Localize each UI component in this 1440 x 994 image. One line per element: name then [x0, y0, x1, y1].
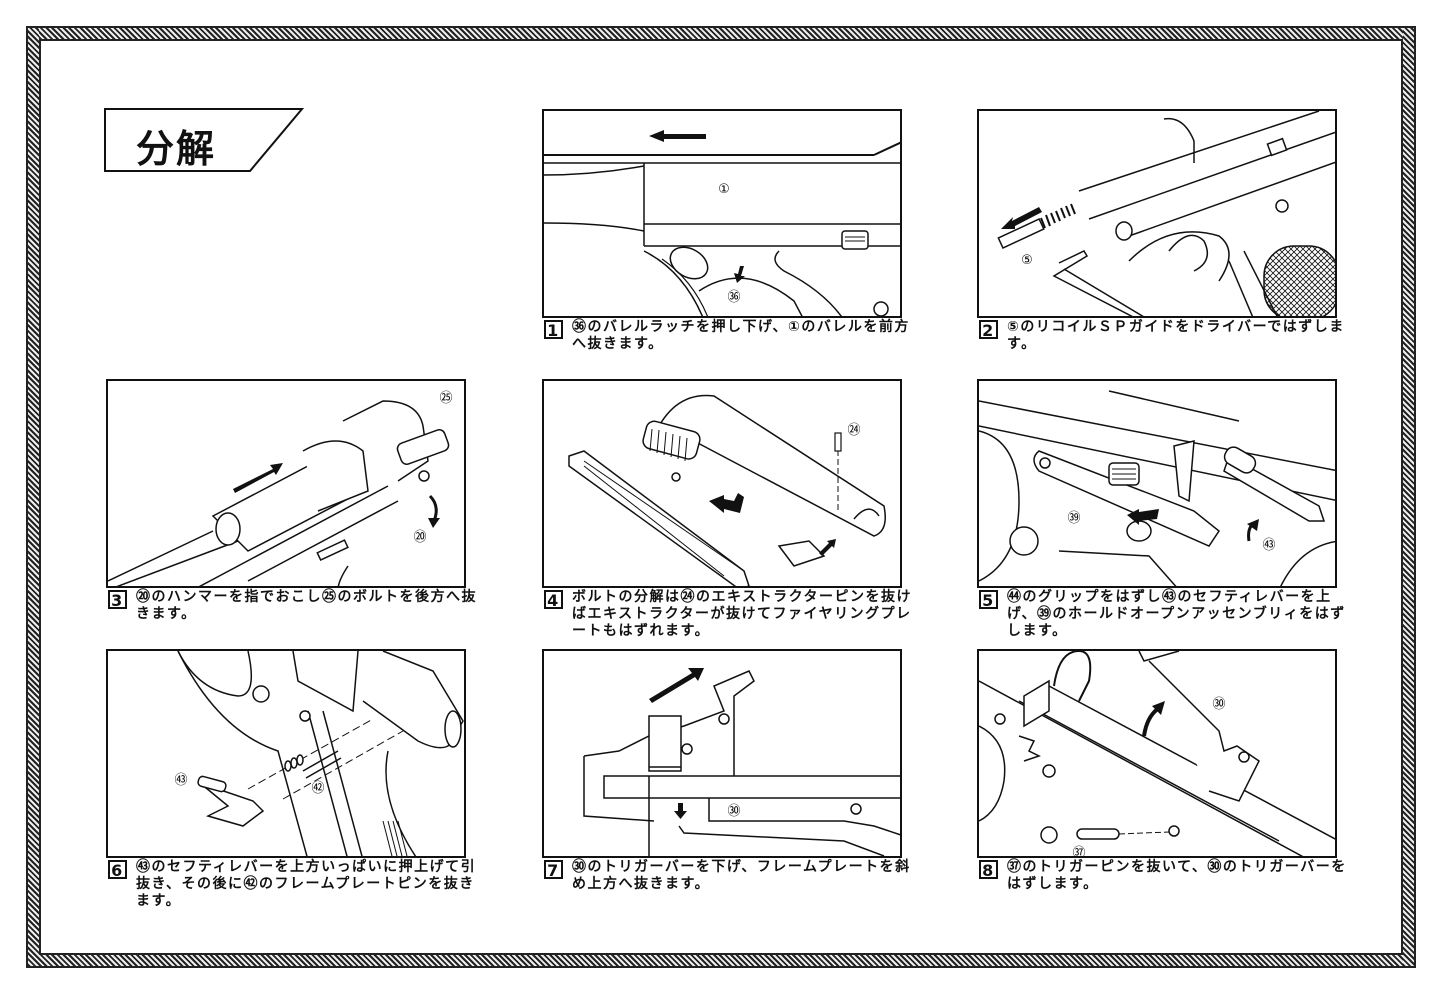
- step-7-illustration: ㉚: [542, 649, 902, 858]
- step-number: 5: [979, 590, 998, 609]
- step-text: ㊸のセフティレバーを上方いっぱいに押上げて引抜き、その後に㊷のフレームプレートピ…: [136, 859, 477, 909]
- border-left: [28, 28, 39, 966]
- curved-arrow-icon: [1142, 706, 1161, 737]
- hammer-bolt-drawing: ㉕ ⑳: [108, 391, 453, 586]
- step-number: 4: [544, 590, 563, 609]
- callout-label: ①: [718, 182, 730, 197]
- callout-label: ㊸: [174, 773, 187, 788]
- callout-label: ㊷: [311, 781, 324, 796]
- down-arrow-icon: [674, 803, 687, 819]
- left-arrow-icon: [649, 130, 706, 142]
- callout-label: ㉚: [727, 804, 740, 819]
- callout-label: ⑤: [1021, 253, 1033, 268]
- section-title: 分解: [136, 127, 217, 171]
- step-number: 1: [544, 320, 563, 339]
- step-number: 2: [979, 320, 998, 339]
- down-arrow-icon: [734, 266, 745, 283]
- step-number: 6: [108, 860, 127, 879]
- border-bottom: [28, 955, 1414, 966]
- step-number: 7: [544, 860, 563, 879]
- curved-arrow-icon: [428, 494, 438, 522]
- callout-label: ㉔: [847, 423, 860, 438]
- step-6-illustration: ㊸ ㊷: [106, 649, 466, 858]
- up-right-arrow-icon: [649, 668, 704, 703]
- step-text: ㊱のバレルラッチを押し下げ、①のバレルを前方へ抜きます。: [572, 319, 910, 352]
- title-banner-shape: [104, 108, 304, 172]
- border-right: [1403, 28, 1414, 966]
- down-left-arrow-icon: [819, 539, 836, 556]
- step-text: ㉚のトリガーバーを下げ、フレームプレートを斜め上方へ抜きます。: [572, 859, 911, 892]
- step-3-illustration: ㉕ ⑳: [106, 379, 466, 588]
- left-arrow-icon: [1001, 207, 1042, 229]
- step-8-illustration: ㉚ ㊲: [977, 649, 1337, 858]
- step-4-illustration: ㉔: [542, 379, 902, 588]
- left-arrow-icon: [709, 493, 744, 513]
- bolt-extractor-drawing: ㉔: [568, 394, 886, 586]
- step-number: 8: [979, 860, 998, 879]
- callout-label: ㊱: [727, 290, 740, 305]
- callout-label: ㊲: [1072, 846, 1085, 858]
- recoil-spring-guide-drawing: ⑤: [997, 111, 1335, 316]
- barrel-removal-drawing: ① ㊱: [544, 130, 900, 316]
- step-text: ㊲のトリガーピンを抜いて、㉚のトリガーバーをはずします。: [1007, 859, 1347, 892]
- step-text: ⑳のハンマーを指でおこし㉕のボルトを後方へ抜きます。: [136, 589, 477, 622]
- callout-label: ㉚: [1212, 697, 1225, 712]
- left-arrow-icon: [1127, 509, 1159, 525]
- trigger-bar-drawing: ㉚: [583, 668, 900, 856]
- right-arrow-icon: [233, 463, 283, 493]
- step-5-illustration: ㊴ ㊸: [977, 379, 1337, 588]
- step-text: ⑤のリコイルＳＰガイドをドライバーではずします。: [1007, 319, 1345, 352]
- hold-open-assembly-drawing: ㊴ ㊸: [979, 390, 1335, 586]
- step-number: 3: [108, 590, 127, 609]
- callout-label: ㊸: [1262, 538, 1275, 553]
- callout-label: ⑳: [413, 530, 426, 545]
- safety-lever-drawing: ㊸ ㊷: [174, 651, 464, 856]
- step-2-illustration: ⑤: [977, 109, 1337, 318]
- callout-label: ㊴: [1067, 511, 1080, 526]
- border-top: [28, 28, 1414, 39]
- trigger-pin-drawing: ㉚ ㊲: [979, 651, 1335, 858]
- section-title-box: 分解: [104, 108, 304, 172]
- step-1-illustration: ① ㊱: [542, 109, 902, 318]
- step-text: ボルトの分解は㉔のエキストラクターピンを抜けばエキストラクターが抜けてファイヤリ…: [572, 589, 913, 639]
- callout-label: ㉕: [439, 391, 452, 406]
- step-text: ㊹のグリップをはずし㊸のセフティレバーを上げ、㊴のホールドオープンアッセンブリィ…: [1007, 589, 1346, 639]
